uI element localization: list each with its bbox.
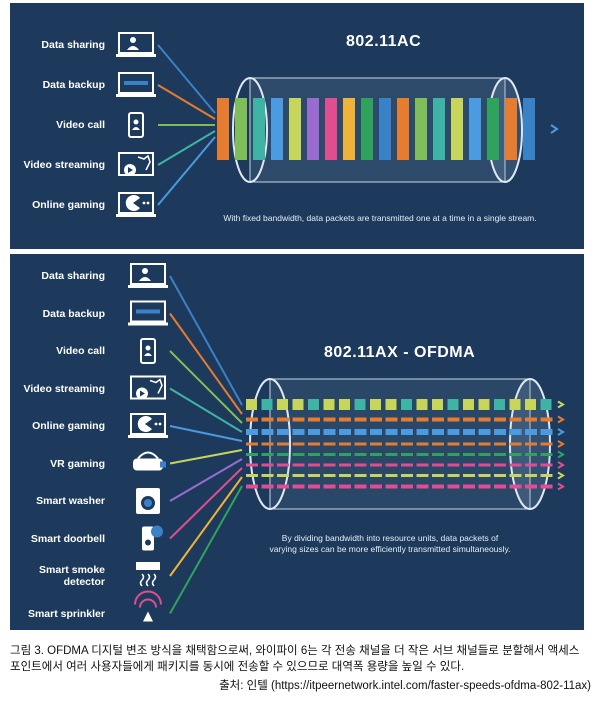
subchannel-row — [246, 399, 565, 410]
subchannel-row — [246, 461, 565, 469]
laptop-user-icon — [128, 263, 168, 288]
phone-user-icon — [128, 112, 144, 138]
data-packet — [343, 98, 355, 160]
data-packet — [289, 98, 301, 160]
ofdma-diagram — [128, 263, 565, 622]
single-stream-caption: With fixed bandwidth, data packets are t… — [223, 213, 537, 223]
connector-line — [169, 449, 243, 465]
connector-line — [169, 458, 243, 502]
data-packet — [505, 98, 517, 160]
data-packet — [397, 98, 409, 160]
device-label: Video call — [56, 119, 105, 131]
device-label: Video call — [56, 345, 105, 357]
washer-icon — [136, 488, 160, 514]
ofdma-caption-line-1: By dividing bandwidth into resource unit… — [281, 533, 499, 543]
sprinkler-icon — [134, 590, 162, 622]
data-packet — [469, 98, 481, 160]
subchannel-row — [246, 415, 565, 424]
data-packet — [307, 98, 319, 160]
tv-play-icon — [118, 152, 154, 176]
data-packet — [379, 98, 391, 160]
doorbell-icon — [142, 525, 163, 551]
subchannel-row — [246, 428, 565, 436]
connector-line — [157, 84, 216, 120]
ofdma-caption-line-2: varying sizes can be more efficiently tr… — [269, 544, 511, 554]
monitor-progress-icon — [116, 72, 156, 97]
ofdma-panel: 802.11AX - OFDMA By dividing bandwidth i… — [10, 254, 584, 630]
connector-line — [157, 44, 216, 114]
title-802-11ac: 802.11AC — [346, 33, 422, 50]
connector-line — [169, 485, 243, 614]
data-packet — [361, 98, 373, 160]
device-label: Smart sprinkler — [27, 607, 105, 620]
device-label: Data sharing — [41, 270, 105, 282]
monitor-pacman-icon — [128, 413, 168, 438]
laptop-user-icon — [116, 32, 156, 57]
device-label: Data backup — [42, 79, 105, 91]
data-packet — [487, 98, 499, 160]
device-label: Data sharing — [41, 39, 105, 51]
data-packet — [253, 98, 265, 160]
monitor-pacman-icon — [116, 192, 156, 217]
device-label: Video streaming — [23, 382, 106, 395]
stream-arrow — [550, 124, 559, 134]
device-label: Smart washer — [36, 495, 105, 507]
device-label: Video streaming — [23, 159, 106, 171]
subchannel-row — [246, 450, 565, 459]
smoke-detector-icon — [136, 562, 160, 587]
connector-line — [157, 130, 216, 166]
connector-line — [169, 350, 243, 424]
single-stream-diagram — [116, 32, 559, 217]
connector-line — [169, 425, 243, 442]
vr-headset-icon — [133, 451, 166, 471]
device-label: Data backup — [42, 307, 105, 320]
figure-source: 출처: 인텔 (https://itpeernetwork.intel.com/… — [219, 680, 591, 692]
subchannel-row — [246, 482, 565, 491]
single-stream-panel: 802.11AC With fixed bandwidth, data pack… — [10, 3, 584, 249]
data-packet — [325, 98, 337, 160]
data-packet — [235, 98, 247, 160]
connector-line — [169, 387, 243, 433]
monitor-progress-icon — [128, 300, 168, 326]
device-label: Smart doorbell — [30, 532, 105, 545]
connector-line — [169, 275, 243, 406]
device-label: Online gaming — [32, 199, 105, 211]
data-packet — [523, 98, 535, 160]
subchannel-row — [246, 440, 565, 448]
connector-line — [169, 476, 243, 577]
data-packet — [433, 98, 445, 160]
tv-play-icon — [130, 375, 166, 400]
device-label: VR gaming — [50, 457, 105, 470]
phone-user-icon — [140, 338, 156, 364]
connector-line — [169, 467, 243, 540]
data-packet — [271, 98, 283, 160]
subchannel-row — [246, 471, 565, 480]
connector-line — [157, 136, 216, 206]
ofdma-caption: By dividing bandwidth into resource unit… — [240, 533, 540, 555]
figure-caption: 그림 3. OFDMA 디지털 변조 방식을 채택함으로써, 와이파이 6는 각… — [10, 645, 580, 673]
data-packet — [217, 98, 229, 160]
title-802-11ax-ofdma: 802.11AX - OFDMA — [324, 344, 476, 361]
data-packet — [415, 98, 427, 160]
device-label: Smart smoke detector — [39, 564, 105, 588]
data-packet — [451, 98, 463, 160]
connector-line — [169, 312, 243, 415]
device-label: Online gaming — [32, 420, 105, 432]
